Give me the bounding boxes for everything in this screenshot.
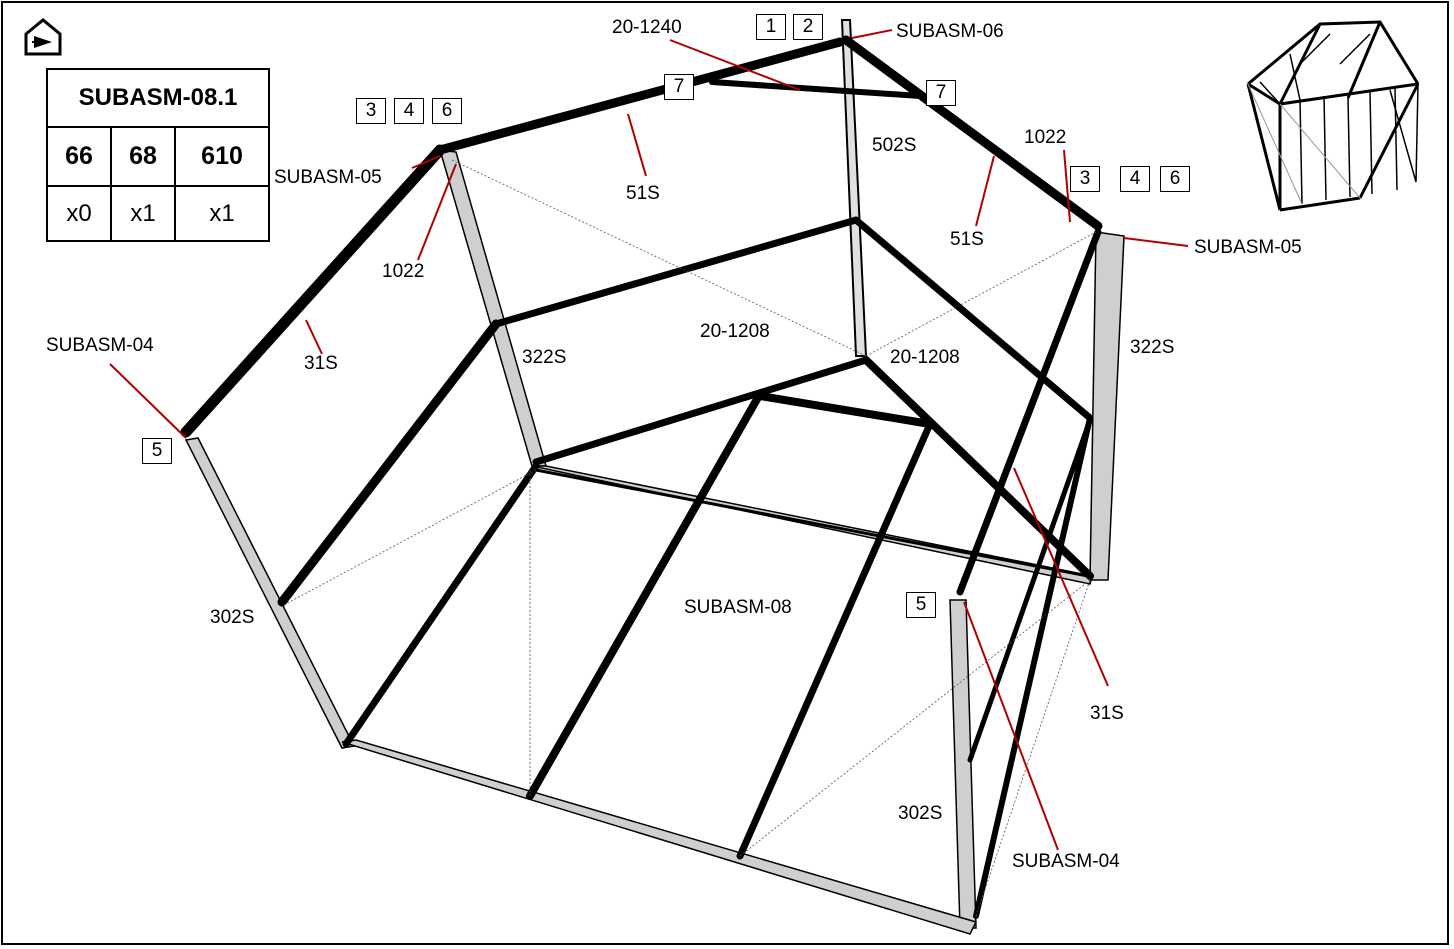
roof-purlin-51s-right xyxy=(841,35,1103,231)
label-302s-right: 302S xyxy=(898,803,943,824)
parts-table-title: SUBASM-08.1 xyxy=(46,68,270,128)
floor-back-edge xyxy=(534,468,1090,578)
part-quantity: x1 xyxy=(110,185,177,242)
base-front-rail xyxy=(341,739,978,935)
right-gable-upright xyxy=(1089,231,1125,581)
rail-mid-back xyxy=(532,356,870,466)
home-nav-icon[interactable] xyxy=(22,16,64,58)
floor-joist-1 xyxy=(342,462,540,748)
part-number: 610 xyxy=(174,126,270,187)
label-subasm-04-left: SUBASM-04 xyxy=(46,335,154,356)
front-left-post xyxy=(184,437,356,749)
step-box: 3 xyxy=(1070,166,1100,192)
label-20-1208-a: 20-1208 xyxy=(700,321,770,342)
rail-mid-right-3 xyxy=(967,417,1093,763)
label-subasm-04-right: SUBASM-04 xyxy=(1012,851,1120,872)
floor-cross xyxy=(756,392,934,428)
rail-upper-left xyxy=(277,319,501,607)
label-322s-left: 322S xyxy=(522,347,567,368)
front-right-post xyxy=(949,599,977,929)
label-51s-left: 51S xyxy=(626,183,660,204)
label-1022-right: 1022 xyxy=(1024,127,1067,148)
step-box: 2 xyxy=(793,14,823,40)
eave-31s-right xyxy=(956,228,1102,596)
label-31s-right: 31S xyxy=(1090,703,1124,724)
rail-mid-right-2 xyxy=(973,415,1093,919)
label-502s: 502S xyxy=(872,135,917,156)
part-quantity: x1 xyxy=(174,185,270,242)
label-322s-right: 322S xyxy=(1130,337,1175,358)
label-subasm-06: SUBASM-06 xyxy=(896,21,1004,42)
step-box: 6 xyxy=(432,98,462,124)
parts-table: SUBASM-08.1 66 68 610 x0 x1 x1 xyxy=(45,68,270,242)
step-box: 3 xyxy=(356,98,386,124)
label-51s-right: 51S xyxy=(950,229,984,250)
base-back-rail xyxy=(531,465,1093,585)
rail-mid-right xyxy=(862,356,1094,580)
part-number: 68 xyxy=(110,126,177,187)
part-number: 66 xyxy=(45,126,113,187)
part-quantity: x0 xyxy=(45,185,113,242)
step-box: 4 xyxy=(394,98,424,124)
step-box: 1 xyxy=(756,14,786,40)
label-31s-left: 31S xyxy=(304,353,338,374)
eave-31s-left xyxy=(180,144,446,438)
ridge-upright xyxy=(840,19,868,357)
rail-upper-right xyxy=(852,216,1094,422)
floor-joist-2 xyxy=(526,390,764,800)
roof-purlin-51s-left xyxy=(435,37,845,155)
step-box: 7 xyxy=(926,80,956,106)
label-20-1240: 20-1240 xyxy=(612,17,682,38)
step-box: 7 xyxy=(664,74,694,100)
label-20-1208-b: 20-1208 xyxy=(890,347,960,368)
step-box: 6 xyxy=(1160,166,1190,192)
label-subasm-05-left: SUBASM-05 xyxy=(274,167,382,188)
label-subasm-08: SUBASM-08 xyxy=(684,597,792,618)
label-302s-left: 302S xyxy=(210,607,255,628)
label-1022-left: 1022 xyxy=(382,261,425,282)
label-subasm-05-right: SUBASM-05 xyxy=(1194,237,1302,258)
step-box: 5 xyxy=(142,438,172,464)
step-box: 4 xyxy=(1120,166,1150,192)
left-gable-upright xyxy=(438,149,547,467)
step-box: 5 xyxy=(906,592,936,618)
greenhouse-thumbnail-icon xyxy=(1246,20,1420,212)
brace-20-1240 xyxy=(709,79,923,99)
rail-upper-back xyxy=(492,216,860,328)
floor-joist-3 xyxy=(736,420,934,860)
